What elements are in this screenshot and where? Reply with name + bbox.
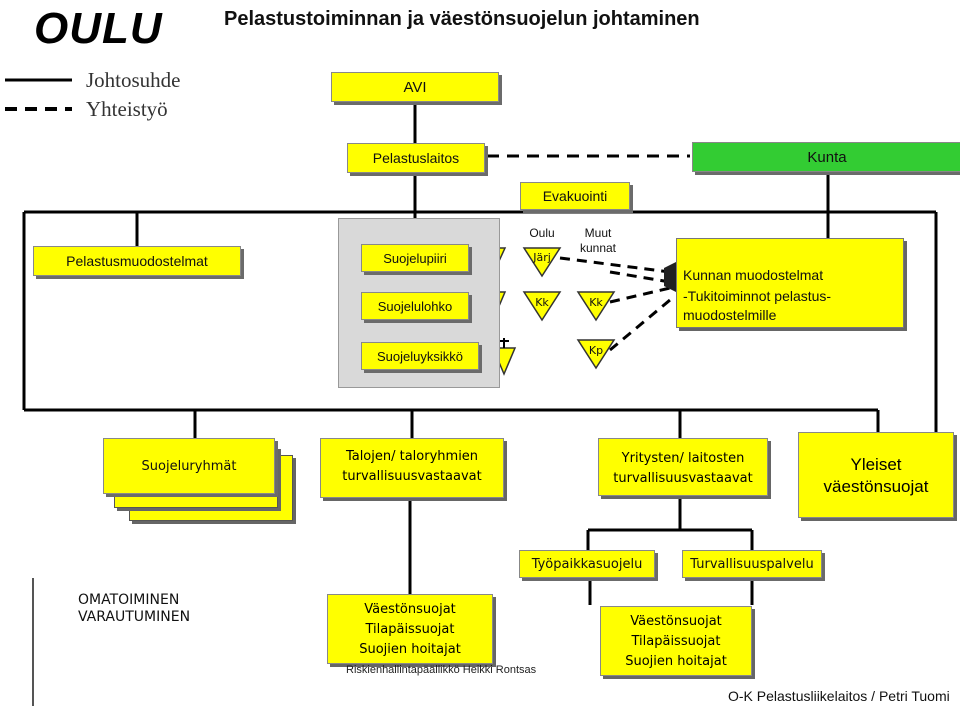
- suojeluryhmat-box[interactable]: Suojeluryhmät: [103, 438, 275, 494]
- vss-left-box[interactable]: Väestönsuojat Tilapäissuojat Suojien hoi…: [327, 594, 493, 664]
- vss-left-line3: Suojien hoitajat: [359, 642, 461, 657]
- kunnan-muodostelmat-line3: muodostelmille: [683, 307, 777, 323]
- talojen-line2: turvallisuusvastaavat: [342, 469, 482, 484]
- kunta-box[interactable]: Kunta: [692, 142, 960, 172]
- yritysten-line2: turvallisuusvastaavat: [613, 471, 753, 486]
- page-title: Pelastustoiminnan ja väestönsuojelun joh…: [224, 8, 700, 30]
- oulu-label: Oulu: [529, 226, 555, 240]
- omatoiminen-label: OMATOIMINEN VARAUTUMINEN: [78, 592, 190, 626]
- kk-label-1: Kk: [535, 296, 549, 309]
- turvallisuuspalvelu-box[interactable]: Turvallisuuspalvelu: [682, 550, 822, 578]
- legend-dashed-label: Yhteistyö: [86, 97, 168, 121]
- vss-left-line1: Väestönsuojat: [364, 602, 456, 617]
- kunnan-muodostelmat-title: Kunnan muodostelmat: [683, 267, 824, 283]
- omatoiminen-line1: OMATOIMINEN: [78, 592, 180, 608]
- vss-right-line3: Suojien hoitajat: [625, 654, 727, 669]
- legend-solid-label: Johtosuhde: [86, 68, 181, 92]
- pelastuslaitos-box[interactable]: Pelastuslaitos: [347, 143, 485, 173]
- yleiset-line1: Yleiset: [850, 455, 902, 474]
- yleiset-line2: väestönsuojat: [823, 477, 929, 496]
- suojelupiiri-box[interactable]: Suojelupiiri: [361, 244, 469, 272]
- yritysten-box[interactable]: Yritysten/ laitosten turvallisuusvastaav…: [598, 438, 768, 496]
- kunnan-muodostelmat-box[interactable]: Kunnan muodostelmat -Tukitoiminnot pelas…: [676, 238, 904, 328]
- suojelulohko-box[interactable]: Suojelulohko: [361, 292, 469, 320]
- vss-right-line2: Tilapäissuojat: [631, 634, 721, 649]
- vss-right-box[interactable]: Väestönsuojat Tilapäissuojat Suojien hoi…: [600, 606, 752, 676]
- tyopaikkasuojelu-box[interactable]: Työpaikkasuojelu: [519, 550, 655, 578]
- muut-kunnat-label-2: kunnat: [579, 241, 617, 255]
- evakuointi-box[interactable]: Evakuointi: [520, 182, 630, 210]
- omatoiminen-line2: VARAUTUMINEN: [78, 609, 191, 625]
- oulu-logo: OULU: [34, 4, 163, 53]
- talojen-box[interactable]: Talojen/ taloryhmien turvallisuusvastaav…: [320, 438, 504, 498]
- kunnan-muodostelmat-line2: -Tukitoiminnot pelastus-: [683, 288, 832, 304]
- talojen-line1: Talojen/ taloryhmien: [345, 449, 479, 464]
- author-note: Riskienhallintapäällikkö Heikki Rontsas: [346, 664, 537, 676]
- kp-label: Kp: [588, 344, 604, 357]
- kk-label-2: Kk: [589, 296, 603, 309]
- muut-kunnat-label-1: Muut: [584, 226, 612, 240]
- vss-right-line1: Väestönsuojat: [630, 614, 722, 629]
- credit-footer: O-K Pelastusliikelaitos / Petri Tuomi: [728, 688, 950, 704]
- pelastusmuodostelmat-box[interactable]: Pelastusmuodostelmat: [33, 246, 241, 276]
- vss-left-line2: Tilapäissuojat: [365, 622, 455, 637]
- suojeluyksikko-box[interactable]: Suojeluyksikkö: [361, 342, 479, 370]
- yritysten-line1: Yritysten/ laitosten: [621, 451, 745, 466]
- jarj-label: Järj: [533, 251, 551, 264]
- yleiset-box[interactable]: Yleiset väestönsuojat: [798, 432, 954, 518]
- avi-box[interactable]: AVI: [331, 72, 499, 102]
